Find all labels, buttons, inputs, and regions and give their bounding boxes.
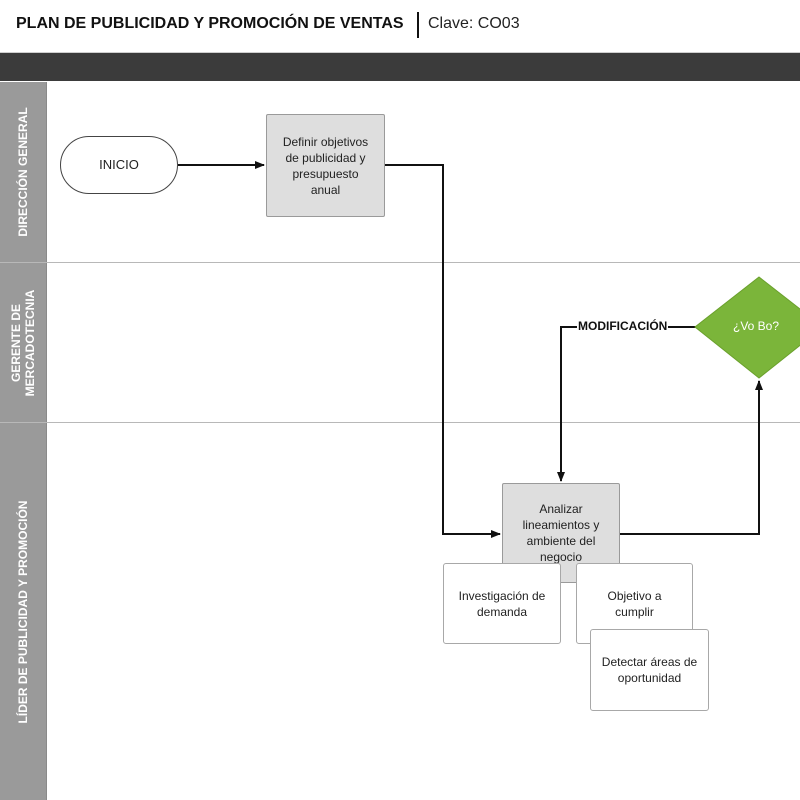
note-investigacion-demanda: Investigación de demanda <box>443 563 561 644</box>
lane-label-lider-publicidad: LÍDER DE PUBLICIDAD Y PROMOCIÓN <box>0 423 47 800</box>
decision-diamond <box>694 276 800 379</box>
process-definir-objetivos: Definir objetivos de publicidad y presup… <box>266 114 385 217</box>
lane-label-direccion-general: DIRECCIÓN GENERAL <box>0 82 47 262</box>
note-detectar-areas: Detectar áreas de oportunidad <box>590 629 709 711</box>
title-separator <box>417 12 419 38</box>
arrow-analizar-to-decision <box>620 380 763 535</box>
document-code: Clave: CO03 <box>428 15 520 32</box>
header: PLAN DE PUBLICIDAD Y PROMOCIÓN DE VENTAS… <box>0 0 800 53</box>
decision-label: ¿Vo Bo? <box>733 319 780 333</box>
start-node: INICIO <box>60 136 178 194</box>
page-title: PLAN DE PUBLICIDAD Y PROMOCIÓN DE VENTAS <box>16 15 404 32</box>
edge-label-modificacion: MODIFICACIÓN <box>577 319 669 333</box>
lane-divider <box>0 262 800 263</box>
arrow-decision-modificacion <box>557 326 696 482</box>
arrow-definir-to-analizar <box>385 164 501 538</box>
lane-divider <box>0 422 800 423</box>
lane-label-gerente-mercadotecnia: GERENTE DE MERCADOTECNIA <box>0 263 47 422</box>
header-bar <box>0 53 800 81</box>
